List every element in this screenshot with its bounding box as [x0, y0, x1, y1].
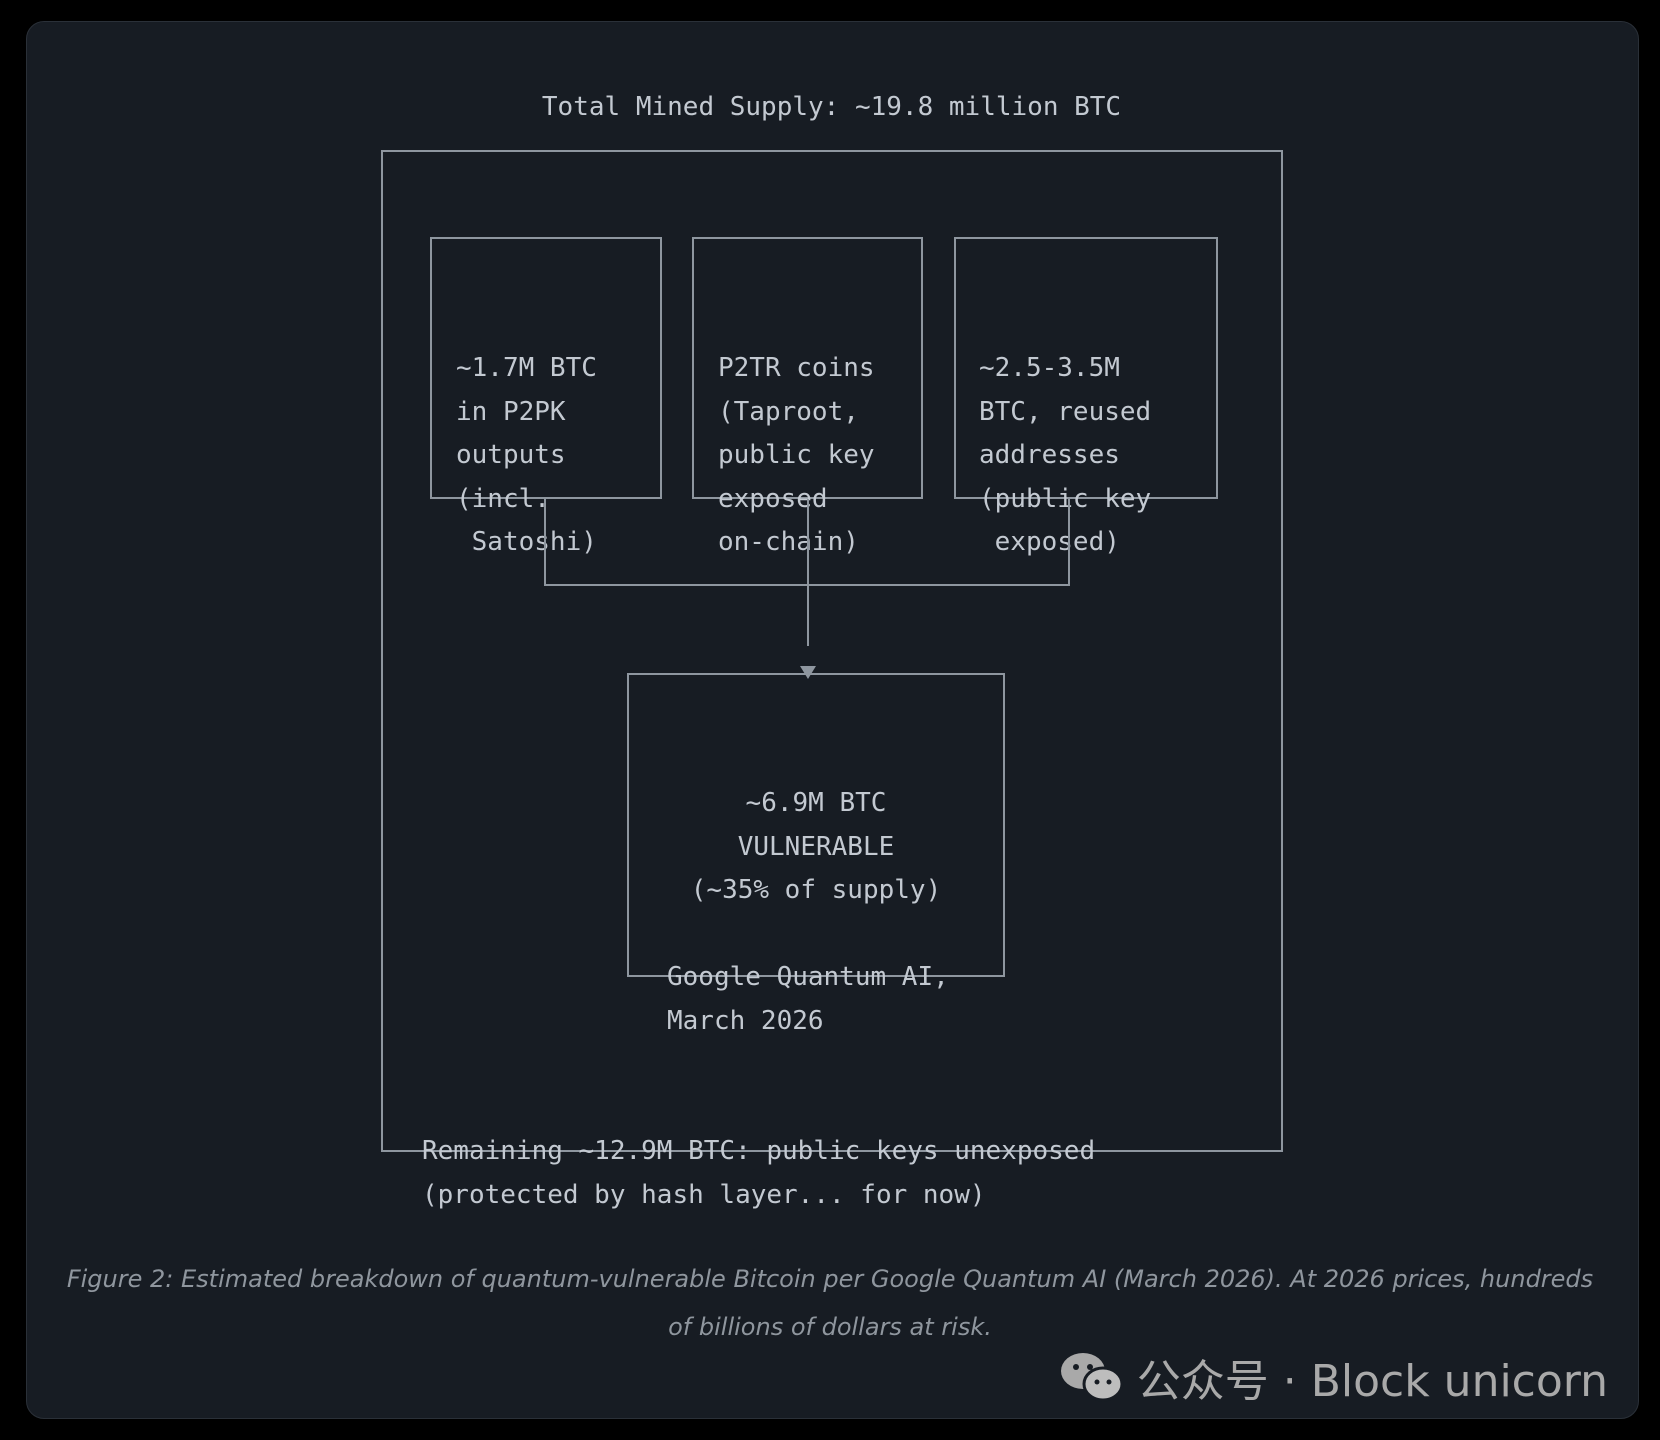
watermark-text: 公众号 · Block unicorn [1136, 1356, 1608, 1407]
connector-line [544, 499, 546, 586]
figure-card [26, 21, 1639, 1419]
p2pk-box [430, 237, 662, 499]
text-line: (Taproot, [718, 396, 859, 427]
text-line: Google Quantum AI, [667, 962, 949, 992]
watermark: 公众号 · Block unicorn [1059, 1345, 1608, 1409]
text-line: (protected by hash layer... for now) [422, 1179, 986, 1210]
text-line: addresses [979, 440, 1120, 470]
text-line: on-chain) [718, 527, 859, 557]
text-line: Satoshi) [456, 527, 597, 557]
text-line: ~2.5-3.5M [979, 353, 1120, 383]
text-line: ~1.7M BTC [456, 353, 597, 383]
text-line: in P2PK [456, 396, 566, 427]
text-line: Remaining ~12.9M BTC: public keys unexpo… [422, 1136, 1096, 1166]
total-supply-box [381, 150, 1283, 1152]
connector-line [807, 499, 809, 646]
arrow-down-icon [800, 666, 816, 679]
text-line: BTC, reused [979, 396, 1152, 427]
connector-line [544, 584, 1070, 586]
wechat-icon [1060, 1353, 1124, 1402]
connector-line [1068, 499, 1070, 586]
vulnerable-box [627, 673, 1005, 977]
remaining-text: Remaining ~12.9M BTC: public keys unexpo… [422, 1043, 1095, 1261]
text-line: (~35% of supply) [690, 875, 942, 905]
figure-caption: Figure 2: Estimated breakdown of quantum… [66, 1265, 1594, 1341]
text-line: March 2026 [667, 1005, 824, 1036]
text-line: (public key [979, 483, 1152, 514]
p2pk-text: ~1.7M BTC in P2PK outputs (incl. Satoshi) [456, 260, 597, 608]
vulnerable-text: ~6.9M BTC VULNERABLE (~35% of supply) Googl… [627, 695, 1005, 1087]
reused-addresses-box [954, 237, 1218, 499]
text-line [627, 913, 1005, 957]
text-line: exposed) [979, 527, 1120, 557]
p2tr-text: P2TR coins (Taproot, public key exposed on-c… [718, 260, 875, 608]
reused-text: ~2.5-3.5M BTC, reused addresses (public key… [979, 260, 1151, 608]
text-line: outputs [456, 440, 566, 470]
text-line: P2TR coins [718, 353, 875, 383]
diagram-title: Total Mined Supply: ~19.8 million BTC [541, 92, 1122, 122]
text-line: public key [718, 440, 875, 470]
text-line: VULNERABLE [737, 831, 895, 862]
text-line: ~6.9M BTC [745, 788, 887, 818]
text-line: (incl. [456, 483, 550, 514]
p2tr-box [692, 237, 923, 499]
text-line: exposed [718, 483, 828, 514]
